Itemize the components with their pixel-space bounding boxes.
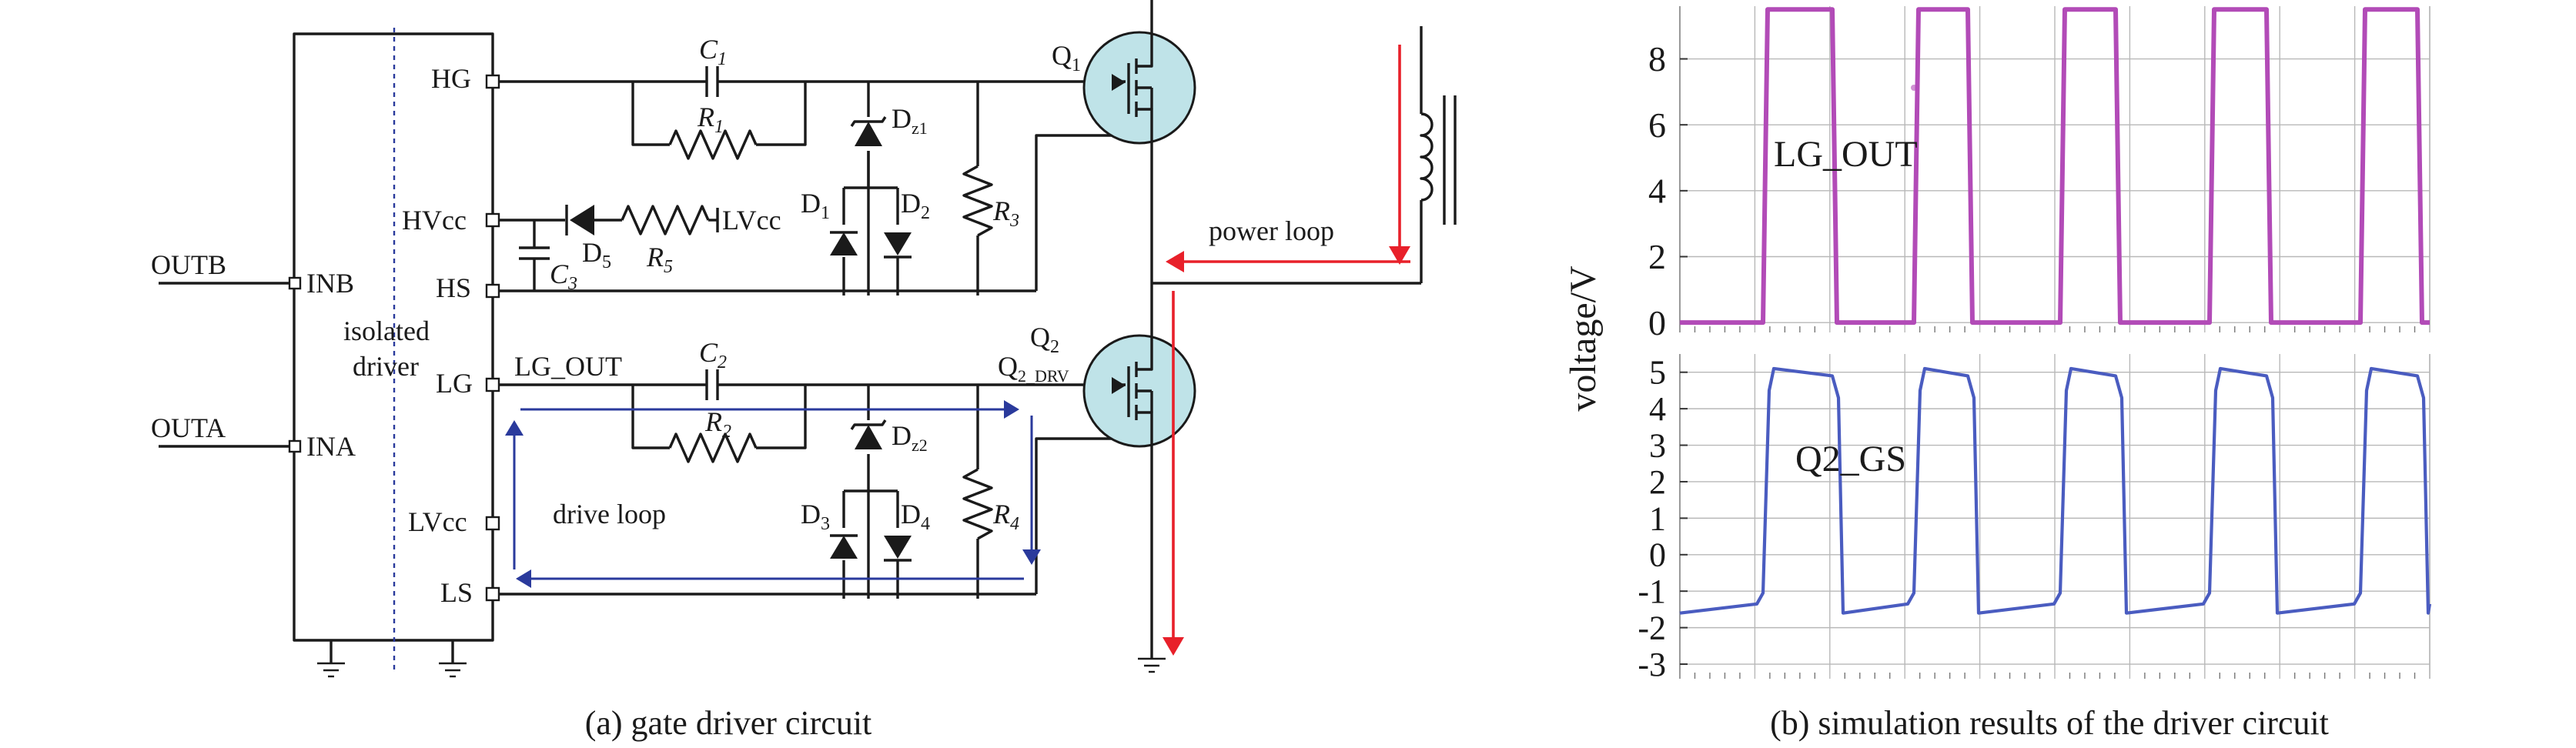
caption-b: (b) simulation results of the driver cir…: [1770, 704, 2329, 742]
input-outa-label: OUTA: [151, 412, 226, 443]
label-d4: D4: [901, 499, 930, 534]
lg-out-trace: [1680, 7, 2430, 326]
ground-symbol: [1138, 657, 1166, 673]
zener-diode-dz1: [850, 116, 887, 151]
power-loop-label: power loop: [1209, 215, 1334, 246]
drive-loop-arrows: [505, 400, 1041, 588]
resistor-r5: [621, 205, 710, 235]
pin-lg: [485, 377, 500, 392]
label-d5: D5: [582, 237, 611, 272]
diode-d4: [884, 528, 912, 562]
y-tick-label: 5: [1649, 354, 1666, 392]
bottom-trace-label: Q2_GS: [1795, 439, 1906, 479]
y-tick-label: 1: [1649, 499, 1666, 537]
pin-hs: [485, 283, 500, 299]
label-dz1: Dz1: [892, 103, 928, 138]
resistor-r1: [668, 129, 758, 160]
resistor-r2: [668, 432, 758, 463]
top-trace-label: LG_OUT: [1774, 134, 1918, 175]
y-tick-label: -2: [1638, 609, 1666, 647]
pin-hg-label: HG: [431, 63, 471, 94]
mosfet-q1: [1082, 28, 1196, 145]
pin-hvcc-label: HVcc: [402, 205, 467, 235]
pin-hvcc: [485, 212, 500, 228]
resistor-r4: [962, 468, 993, 540]
y-tick-label: 4: [1648, 171, 1666, 210]
label-dz2: Dz2: [892, 420, 928, 455]
gate-driver-circuit: isolated driver OUTB INB OUTA INA: [151, 0, 1457, 742]
label-r3: R3: [992, 195, 1019, 231]
label-d2: D2: [901, 188, 930, 223]
mosfet-q2: [1082, 334, 1196, 448]
pin-lvcc-label: LVcc: [408, 506, 467, 537]
bottom-plot-grid: [1679, 354, 2430, 679]
input-outb-label: OUTB: [151, 249, 226, 280]
drive-loop-label: drive loop: [553, 499, 666, 529]
diode-d5: [565, 205, 594, 235]
resistor-r3: [962, 165, 993, 237]
y-tick-label: 0: [1648, 303, 1666, 342]
zener-diode-dz2: [850, 419, 887, 454]
label-r5: R5: [646, 242, 673, 277]
diode-d2: [884, 225, 912, 259]
label-c2: C2: [699, 337, 727, 372]
label-r1: R1: [697, 102, 724, 137]
top-y-ticks: 8 6 4 2 0: [1648, 39, 1666, 342]
pin-inb: [288, 276, 302, 290]
pin-hs-label: HS: [436, 272, 471, 303]
driver-label-line1: isolated: [343, 316, 430, 346]
label-r4: R4: [992, 499, 1019, 534]
pin-ls: [485, 586, 500, 602]
caption-a: (a) gate driver circuit: [585, 704, 872, 742]
y-tick-label: 0: [1649, 536, 1666, 574]
y-tick-label: 2: [1649, 463, 1666, 501]
y-tick-label: 6: [1648, 105, 1666, 145]
pin-lvcc: [485, 516, 500, 531]
capacitor-c1: [705, 66, 719, 97]
label-q2-drv: Q2_DRV: [998, 351, 1069, 386]
y-tick-label: -1: [1638, 573, 1666, 610]
driver-label-line2: driver: [353, 351, 419, 382]
pin-hg: [485, 74, 500, 89]
y-tick-label: 4: [1649, 390, 1666, 428]
q2-gs-trace: [1679, 366, 2432, 615]
inductor: [1420, 26, 1457, 225]
pin-inb-label: INB: [306, 268, 354, 299]
pin-ina-label: INA: [306, 431, 356, 462]
y-tick-label: 3: [1649, 426, 1666, 464]
capacitor-c2: [705, 369, 719, 400]
pin-lg-label: LG: [436, 368, 473, 399]
label-d1: D1: [801, 188, 830, 223]
pin-ls-label: LS: [440, 577, 473, 608]
ground-symbol: [317, 640, 345, 678]
label-q2: Q2: [1030, 322, 1059, 357]
y-tick-label: 8: [1648, 39, 1666, 78]
y-tick-label: -3: [1638, 646, 1666, 683]
capacitor-c3: [519, 246, 550, 260]
cursor-marker: [1911, 85, 1917, 91]
diode-d1: [830, 225, 858, 257]
label-c1: C1: [699, 34, 727, 69]
net-lg-out-label: LG_OUT: [514, 351, 622, 382]
ground-symbol: [439, 640, 467, 678]
pin-ina: [288, 439, 302, 453]
label-r2: R2: [704, 406, 731, 442]
y-tick-label: 2: [1648, 237, 1666, 276]
top-plot-grid: [1679, 6, 2430, 332]
power-loop-arrows: [1163, 45, 1410, 656]
label-d3: D3: [801, 499, 830, 534]
lvcc-supply-label: LVcc: [722, 205, 781, 235]
label-c3: C3: [550, 259, 577, 294]
diode-d3: [830, 528, 858, 560]
label-q1: Q1: [1052, 40, 1081, 75]
y-axis-label: voltage/V: [1563, 265, 1604, 412]
